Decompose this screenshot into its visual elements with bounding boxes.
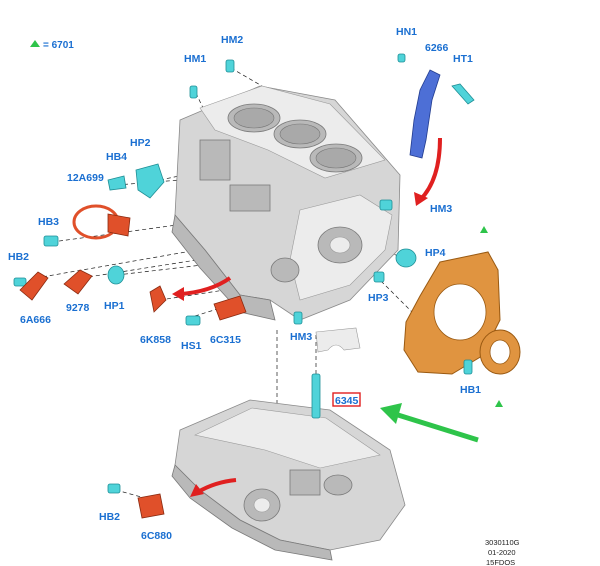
oil-pan (171, 399, 406, 561)
reference-sheet: 15FDOS (486, 558, 515, 566)
reference-code: 3030110G (485, 538, 520, 547)
label-12a699: 12A699 (67, 172, 104, 184)
label-hb2-bottom: HB2 (99, 511, 120, 523)
label-hb1: HB1 (460, 384, 481, 396)
label-6266: 6266 (425, 42, 449, 54)
label-hs1: HS1 (181, 340, 202, 352)
legend-marker-icon (30, 40, 40, 47)
reference-date: 01-2020 (488, 548, 516, 557)
rear-cover-gasket (403, 251, 521, 375)
label-hp3: HP3 (368, 292, 389, 304)
chain-guide (409, 69, 441, 159)
seal-marker-icon (495, 400, 503, 407)
label-6345: 6345 (335, 395, 359, 407)
label-hn1: HN1 (396, 26, 417, 38)
label-ht1: HT1 (453, 53, 473, 65)
label-6c315: 6C315 (210, 334, 241, 346)
label-hm2: HM2 (221, 34, 243, 46)
label-hm1: HM1 (184, 53, 206, 65)
label-hb3: HB3 (38, 216, 59, 228)
label-hp2: HP2 (130, 137, 151, 149)
label-hp1: HP1 (104, 300, 125, 312)
label-6c880: 6C880 (141, 530, 172, 542)
label-hb4: HB4 (106, 151, 127, 163)
part-labels: HM2 HM1 HN1 6266 HT1 HP2 HB4 12A699 HB3 … (8, 26, 481, 542)
label-6a666: 6A666 (20, 314, 51, 326)
reference-block: 3030110G 01-2020 15FDOS (485, 538, 520, 566)
label-6k858: 6K858 (140, 334, 171, 346)
label-hp4: HP4 (425, 247, 446, 259)
label-hm3-center: HM3 (290, 331, 312, 343)
gasket-marker-icon (480, 226, 488, 233)
label-hb2-top: HB2 (8, 251, 29, 263)
sensors (19, 204, 247, 519)
bearing-cap (315, 327, 361, 353)
label-hm3-right: HM3 (430, 203, 452, 215)
fasteners (13, 53, 475, 494)
part-highlight-box (332, 392, 361, 407)
pointer-arrow (380, 403, 479, 443)
label-9278: 9278 (66, 302, 90, 314)
legend-text: = 6701 (43, 40, 74, 51)
motion-arrows (172, 137, 442, 497)
cylinder-block (171, 85, 401, 321)
